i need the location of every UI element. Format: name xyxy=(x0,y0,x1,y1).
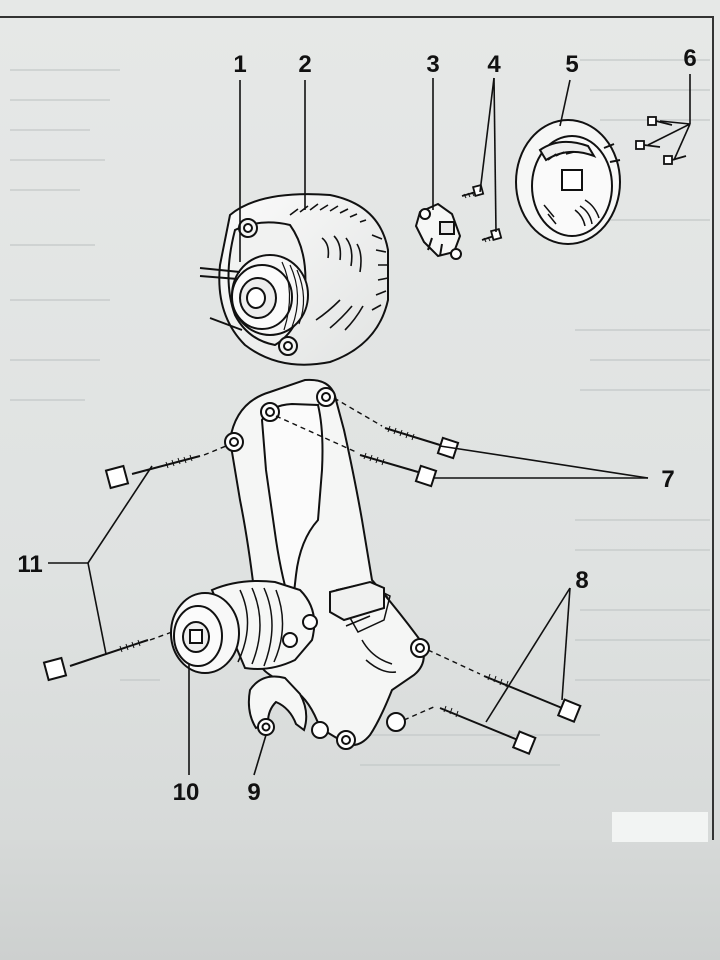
voltage-regulator xyxy=(414,202,462,260)
label-part-3: 3 xyxy=(426,51,439,78)
label-part-6: 6 xyxy=(683,45,696,72)
leader-lines xyxy=(48,74,691,776)
bracket-bolts-11 xyxy=(42,445,227,682)
label-part-4: 4 xyxy=(487,51,501,78)
belt-tensioner xyxy=(170,580,318,674)
label-part-5: 5 xyxy=(565,51,578,78)
protective-cap xyxy=(515,119,621,245)
label-part-11: 11 xyxy=(17,551,42,578)
label-part-10: 10 xyxy=(173,779,200,806)
label-part-2: 2 xyxy=(298,51,311,78)
bleed-through-lines xyxy=(10,59,710,766)
cap-screws xyxy=(635,116,687,165)
label-part-8: 8 xyxy=(575,567,588,594)
page-bottom-area xyxy=(0,840,720,960)
bracket-bolts-8 xyxy=(403,649,582,756)
part-number-labels: 1 2 3 4 5 6 7 8 9 10 11 xyxy=(17,45,696,806)
alternator xyxy=(199,193,389,366)
paper-note-sticker xyxy=(612,812,708,842)
label-part-1: 1 xyxy=(233,51,246,78)
page-frame xyxy=(0,16,714,840)
label-part-9: 9 xyxy=(247,779,260,806)
label-part-7: 7 xyxy=(661,466,674,493)
belt-guide xyxy=(247,675,308,736)
